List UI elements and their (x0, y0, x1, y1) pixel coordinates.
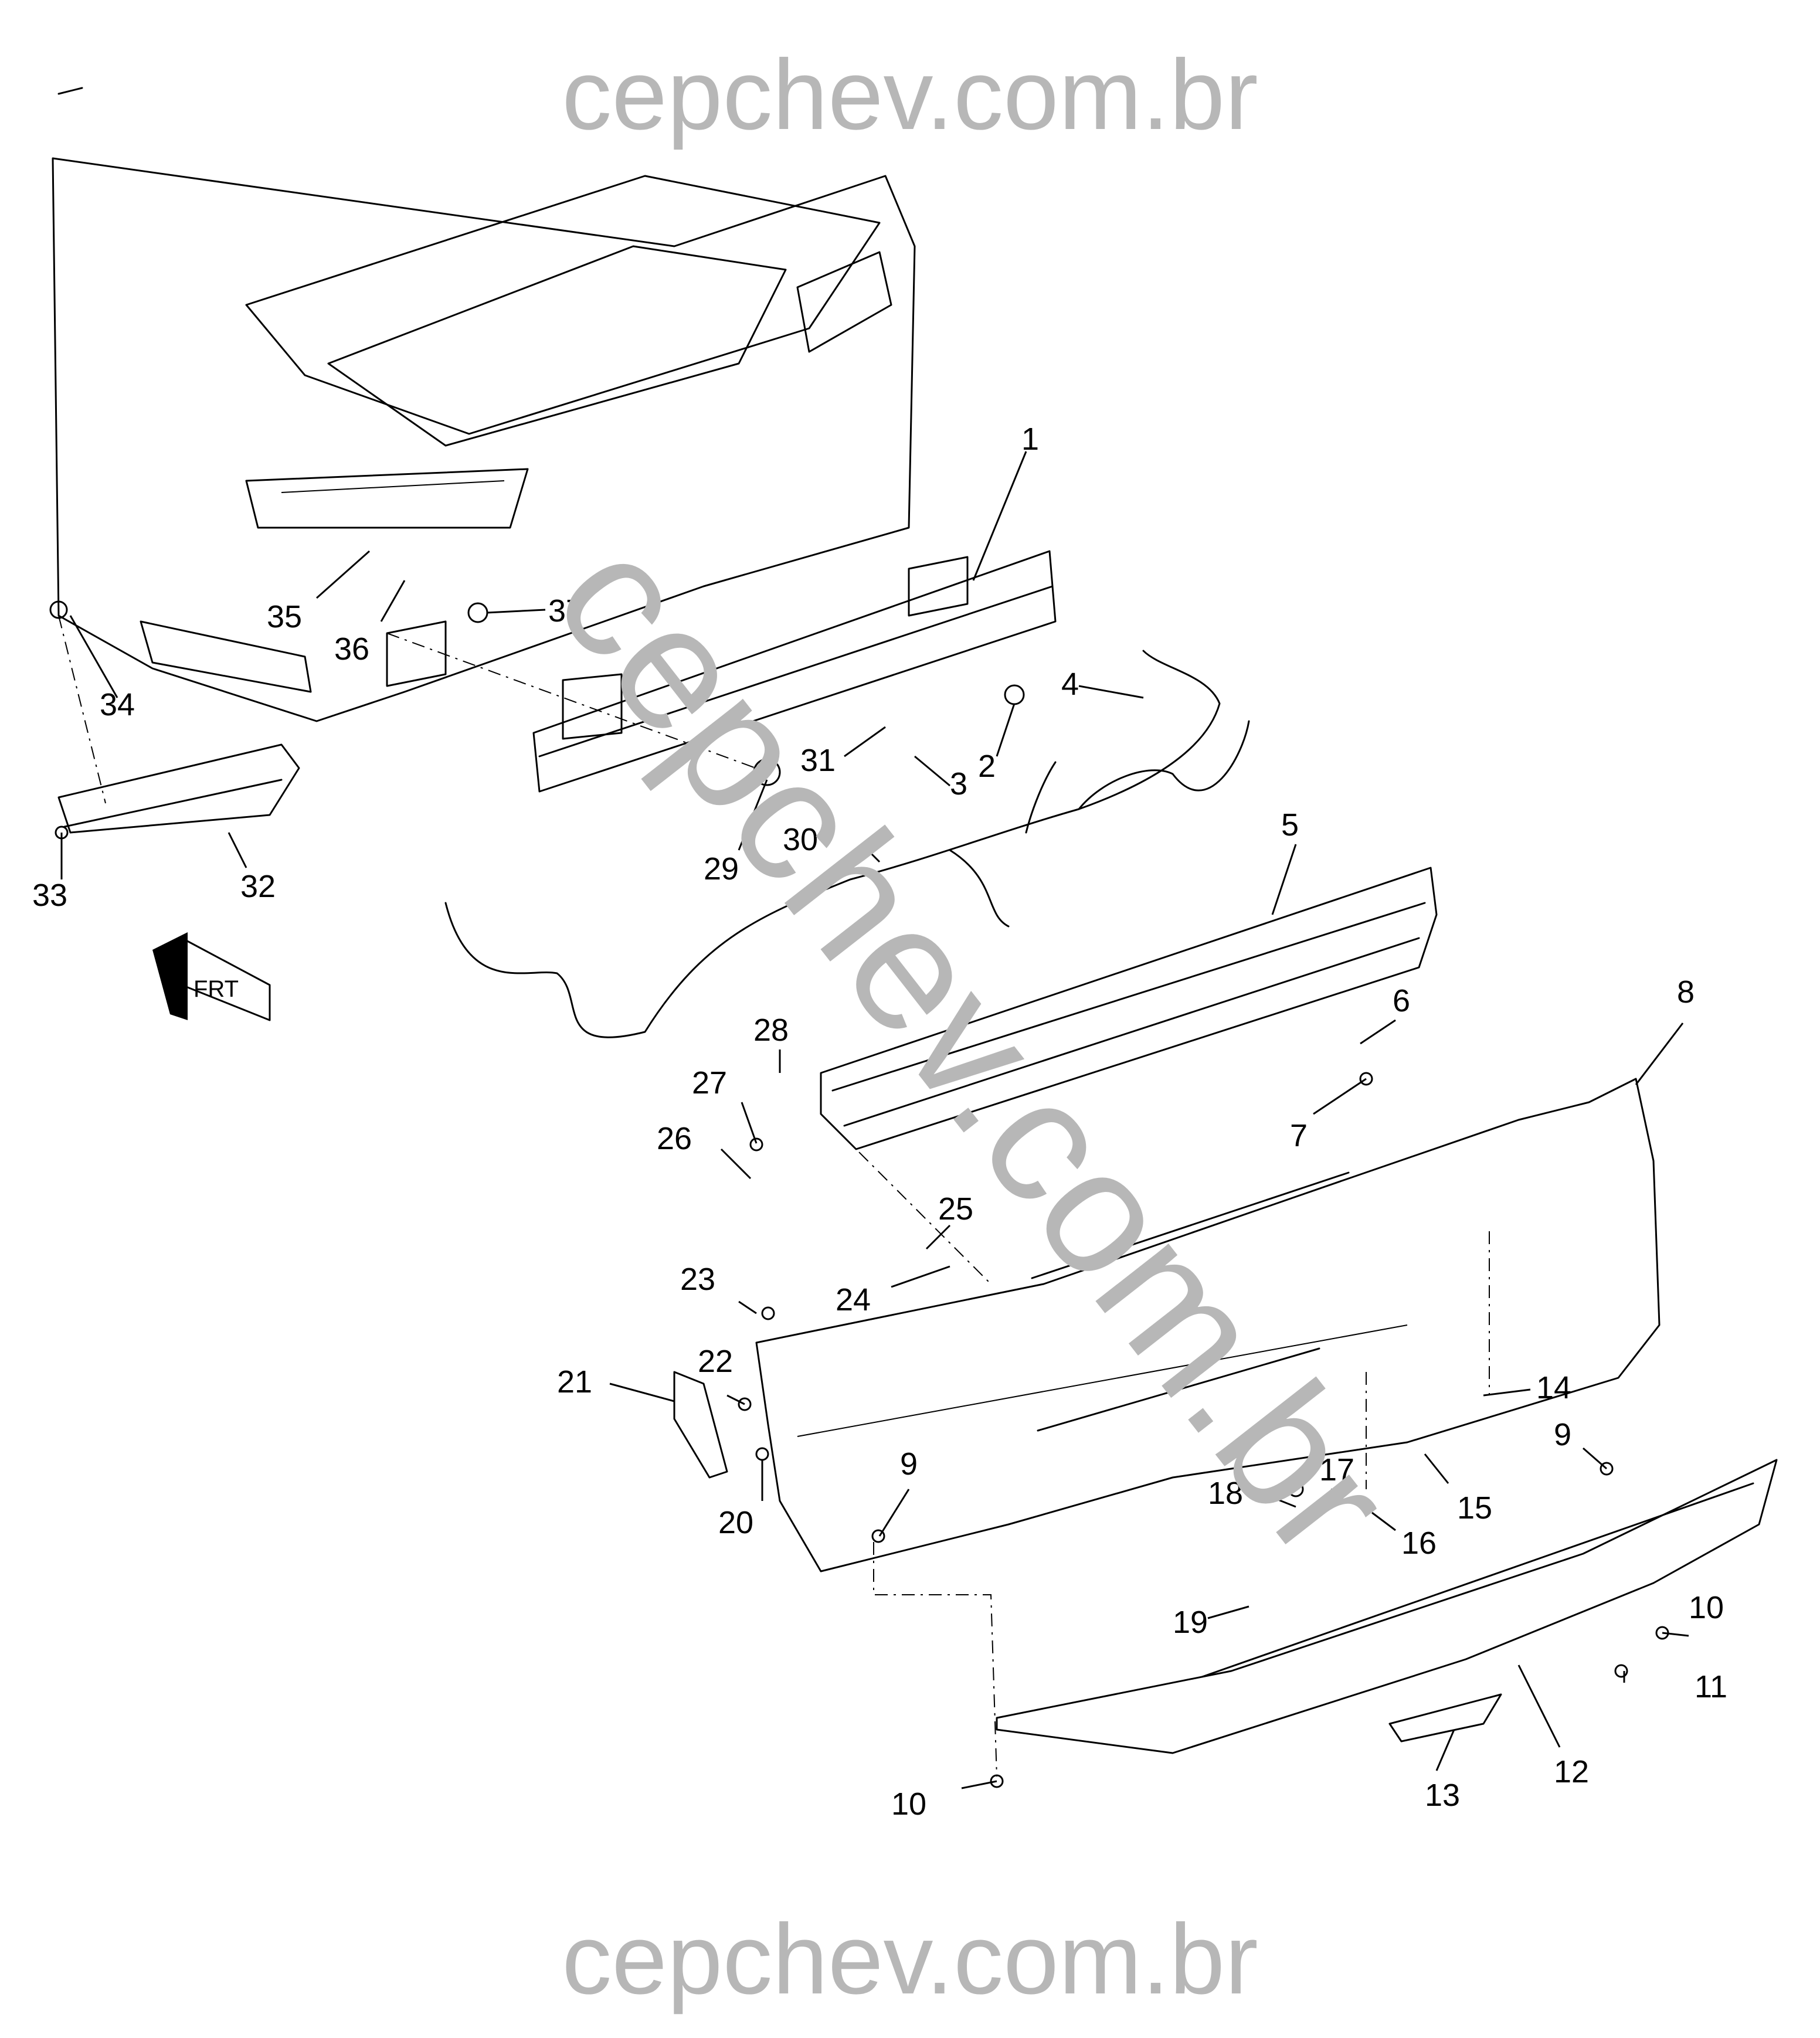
callout-13: 13 (1425, 1778, 1460, 1813)
watermark-top: cepchev.com.br (562, 39, 1258, 151)
callout-25: 25 (938, 1191, 973, 1227)
callout-7: 7 (1290, 1118, 1308, 1153)
callout-22: 22 (698, 1344, 733, 1379)
callout-numbers: 1 2 3 4 5 6 7 8 9 9 10 10 11 12 13 14 15… (32, 422, 1727, 1822)
callout-3: 3 (950, 766, 967, 801)
direction-label: FRT (193, 976, 239, 1002)
callout-36: 36 (334, 631, 369, 667)
callout-29: 29 (704, 851, 739, 886)
centre-lines (58, 615, 1490, 1777)
side-reflector (673, 1371, 728, 1479)
callout-32: 32 (240, 869, 276, 904)
bracket (57, 743, 300, 834)
callout-21: 21 (557, 1364, 592, 1400)
watermark-diagonal: cepchev.com.br (518, 502, 1430, 1592)
callout-11: 11 (1695, 1669, 1727, 1704)
callout-19: 19 (1173, 1605, 1208, 1640)
callout-16: 16 (1401, 1526, 1437, 1561)
callout-27: 27 (692, 1065, 727, 1100)
callout-18: 18 (1208, 1476, 1243, 1511)
callout-2: 2 (978, 749, 996, 784)
callout-10-right: 10 (1689, 1590, 1724, 1625)
callout-1: 1 (1021, 422, 1039, 457)
callout-30: 30 (783, 822, 818, 857)
leader-lines (60, 451, 1689, 1789)
lower-fascia (996, 1459, 1778, 1754)
wiring-harness (444, 650, 1250, 1038)
callout-24: 24 (836, 1282, 871, 1317)
callout-34: 34 (100, 687, 135, 722)
callout-9-right: 9 (1554, 1417, 1571, 1452)
callout-23: 23 (680, 1262, 715, 1297)
callout-15: 15 (1457, 1490, 1492, 1526)
callout-35: 35 (267, 599, 302, 634)
direction-arrow: FRT (152, 932, 271, 1021)
callout-20: 20 (718, 1505, 753, 1540)
callout-12: 12 (1554, 1754, 1589, 1789)
callout-9-left: 9 (900, 1446, 918, 1482)
watermark-bottom: cepchev.com.br (562, 1904, 1258, 2015)
callout-6: 6 (1393, 983, 1410, 1018)
callout-31: 31 (800, 743, 836, 778)
vehicle-rear-body (49, 87, 916, 722)
callout-26: 26 (657, 1121, 692, 1156)
callout-5: 5 (1281, 807, 1299, 843)
callout-33: 33 (32, 878, 67, 913)
callout-10-bottom: 10 (891, 1786, 926, 1822)
callout-28: 28 (753, 1013, 789, 1048)
callout-17: 17 (1319, 1452, 1354, 1487)
callout-37: 37 (548, 593, 583, 629)
callout-4: 4 (1061, 667, 1079, 702)
callout-14: 14 (1536, 1370, 1571, 1405)
bumper-fascia (755, 1078, 1661, 1572)
callout-8: 8 (1677, 974, 1695, 1010)
bumper-reinforcement (532, 550, 1057, 793)
